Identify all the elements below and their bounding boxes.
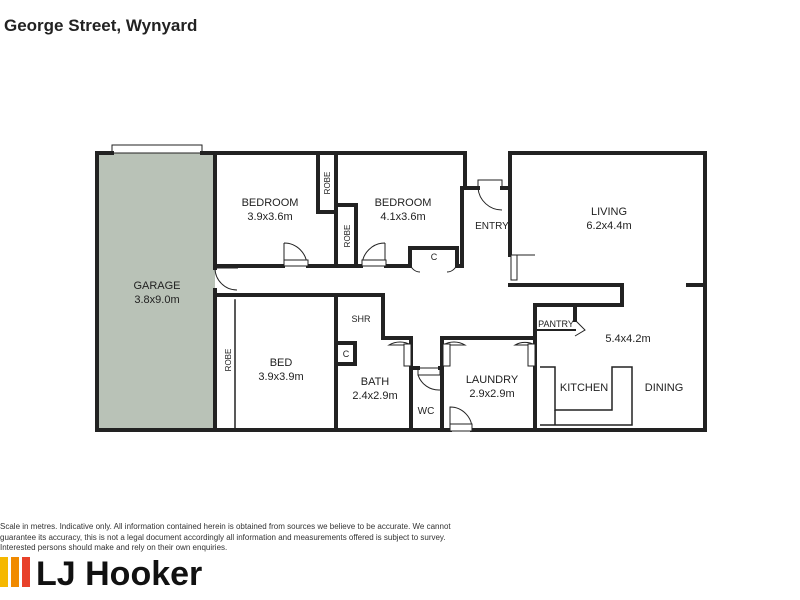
- door-wc: [417, 367, 441, 391]
- room-size-bedroom-2: 4.1x3.6m: [380, 211, 425, 223]
- room-size-garage: 3.8x9.0m: [134, 294, 179, 306]
- room-name-living: LIVING: [591, 206, 627, 218]
- doors: [214, 179, 586, 432]
- room-size-living: 6.2x4.4m: [586, 220, 631, 232]
- label-kitchen: KITCHEN: [560, 382, 608, 394]
- label-robe-1: ROBE: [323, 172, 332, 195]
- page-title: George Street, Wynyard: [4, 16, 198, 35]
- room-name-bath: BATH: [361, 376, 390, 388]
- label-pantry: PANTRY: [538, 319, 574, 329]
- label-shower: SHR: [351, 314, 371, 324]
- room-size-laundry: 2.9x2.9m: [469, 388, 514, 400]
- brand-stripe-1: [0, 557, 8, 587]
- disclaimer-line: Scale in metres. Indicative only. All in…: [0, 522, 451, 531]
- brand-logo-mark: [0, 557, 30, 587]
- disclaimer: Scale in metres. Indicative only. All in…: [0, 522, 470, 554]
- door-entry: [477, 179, 503, 211]
- door-closet: [409, 261, 458, 273]
- label-wc: WC: [418, 406, 435, 417]
- label-robe-2: ROBE: [343, 225, 352, 248]
- disclaimer-line: guarantee its accuracy, this is not a le…: [0, 532, 446, 542]
- label-entry: ENTRY: [475, 221, 509, 232]
- room-size-kitchen-dining: 5.4x4.2m: [605, 333, 650, 345]
- room-size-bedroom-1: 3.9x3.6m: [247, 211, 292, 223]
- walls: [95, 151, 707, 432]
- disclaimer-line: Interested persons should make and rely …: [0, 543, 228, 552]
- room-name-laundry: LAUNDRY: [466, 374, 519, 386]
- door-garage: [214, 267, 238, 291]
- kitchen-bench: [540, 366, 633, 426]
- room-name-bedroom-1: BEDROOM: [242, 197, 299, 209]
- door-pantry: [574, 319, 586, 337]
- label-robe-3: ROBE: [224, 349, 233, 372]
- room-name-bed: BED: [270, 357, 293, 369]
- room-name-bedroom-2: BEDROOM: [375, 197, 432, 209]
- garage-window: [111, 144, 203, 154]
- room-size-bath: 2.4x2.9m: [352, 390, 397, 402]
- room-size-bed: 3.9x3.9m: [258, 371, 303, 383]
- brand-logo: LJ Hooker: [36, 555, 203, 593]
- label-closet-bath: C: [343, 349, 350, 359]
- label-closet-hall: C: [431, 252, 438, 262]
- room-name-garage: GARAGE: [133, 280, 180, 292]
- brand-stripe-3: [22, 557, 30, 587]
- brand-stripe-2: [11, 557, 19, 587]
- garage-area: [98, 153, 215, 430]
- label-dining: DINING: [645, 382, 684, 394]
